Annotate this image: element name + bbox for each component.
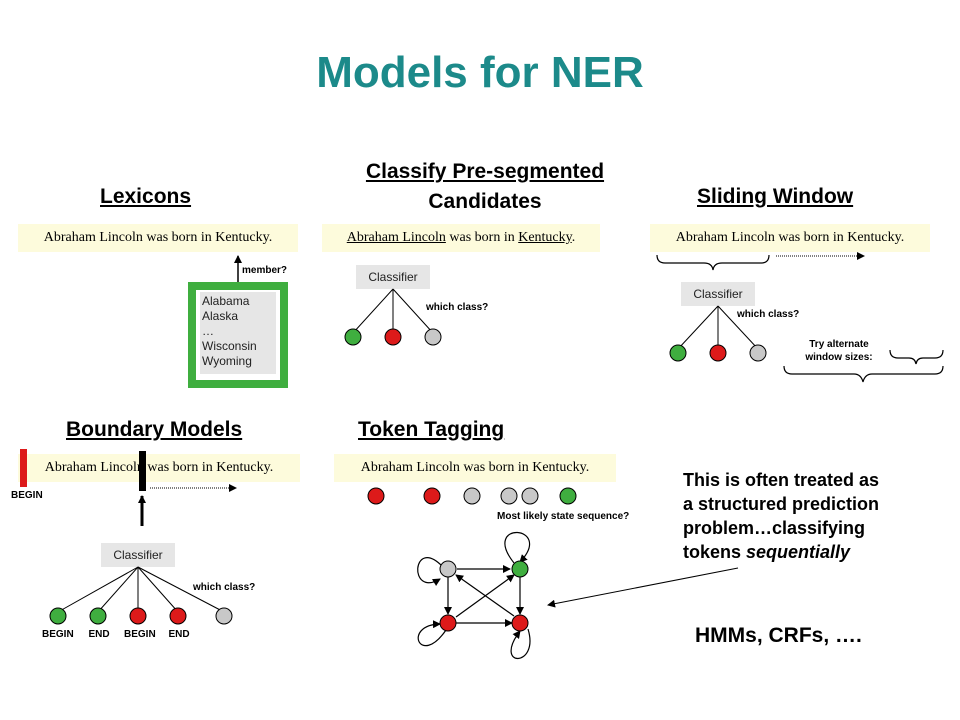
boundary-begin-label: BEGIN [11,490,43,501]
note-line: tokens sequentially [683,540,953,564]
note-plain: tokens [683,542,747,562]
outcome-label: BEGIN [124,629,156,640]
sliding-which-class: which class? [737,309,800,320]
most-likely-sequence-label: Most likely state sequence? [497,511,630,522]
tree-edge [352,288,394,334]
outcome-label: BEGIN [42,629,74,640]
class-node-red [169,607,187,625]
class-node-gray [215,607,233,625]
class-node-gray [749,344,767,362]
boundary-classifier: Classifier [101,543,175,567]
boundary-which-class: which class? [193,582,256,593]
structured-prediction-note: This is often treated as a structured pr… [683,468,953,564]
outcome-label: END [168,629,190,640]
sentence-period: . [571,230,576,245]
window-brace [656,254,770,271]
sliding-classifier: Classifier [681,282,755,306]
lexicon-item: Wyoming [202,354,252,368]
sentence-middle: was born in [445,230,519,245]
state-machine [417,531,531,660]
lexicon-item: Alabama [202,294,250,308]
lexicons-sentence: Abraham Lincoln was born in Kentucky. [18,224,298,252]
sliding-window-heading: Sliding Window [697,185,854,208]
begin-boundary-marker [20,449,27,487]
note-line: a structured prediction [683,494,880,514]
outcome-label: END [88,629,110,640]
lexicon-item: Alaska [202,309,239,323]
class-node-green [344,328,362,346]
note-line: This is often treated as [683,470,880,490]
lexicon-item: Wisconsin [202,339,257,353]
class-node-green [49,607,67,625]
sliding-sentence: Abraham Lincoln was born in Kentucky. [650,224,930,252]
tree-edge [717,305,759,350]
presegmented-sentence: Abraham Lincoln was born in Kentucky. [322,224,600,252]
token-state-gray [500,487,518,505]
class-node-green [89,607,107,625]
small-window-brace [889,349,944,365]
boundary-models-heading: Boundary Models [66,418,243,441]
note-italic: sequentially [746,542,851,562]
tree-edge [677,305,719,350]
tree-edge [97,566,139,613]
presegmented-heading-line2: Candidates [428,190,542,213]
try-alternate-line1: Try alternate [809,339,869,350]
presegmented-which-class: which class? [426,302,489,313]
token-tagging-heading: Token Tagging [358,418,505,441]
token-state-gray [463,487,481,505]
candidate-abraham-lincoln: Abraham Lincoln [346,230,446,245]
state-node-gray [439,560,457,578]
state-node-green [511,560,529,578]
candidate-kentucky: Kentucky [518,230,572,245]
member-label: member? [242,265,288,276]
boundary-sentence: Abraham Lincoln was born in Kentucky. [18,454,300,482]
class-node-green [669,344,687,362]
token-state-red [367,487,385,505]
page-title: Models for NER [316,48,644,97]
token-state-gray [521,487,539,505]
tree-edge [137,566,225,613]
tree-edge [57,566,139,613]
lexicons-heading: Lexicons [100,185,192,208]
class-node-red [129,607,147,625]
tree-edge [137,566,179,613]
token-tagging-sentence: Abraham Lincoln was born in Kentucky. [334,454,616,482]
try-alternate-line2: window sizes: [805,352,873,363]
state-node-red [439,614,457,632]
presegmented-classifier: Classifier [356,265,430,289]
lexicon-list: Alabama Alaska … Wisconsin Wyoming [200,292,276,374]
presegmented-heading-line1: Classify Pre-segmented [365,160,605,183]
tree-edge [392,288,434,334]
lexicon-list-box: Alabama Alaska … Wisconsin Wyoming [188,282,288,388]
token-state-green [559,487,577,505]
lexicon-item: … [202,324,214,338]
note-pointer-arrow [547,567,739,608]
note-line: problem…classifying [683,518,866,538]
class-node-red [384,328,402,346]
class-node-gray [424,328,442,346]
boundary-cursor [139,451,146,491]
large-window-brace [783,365,944,383]
class-node-red [709,344,727,362]
models-list: HMMs, CRFs, …. [695,624,862,647]
token-state-red [423,487,441,505]
state-node-red [511,614,529,632]
